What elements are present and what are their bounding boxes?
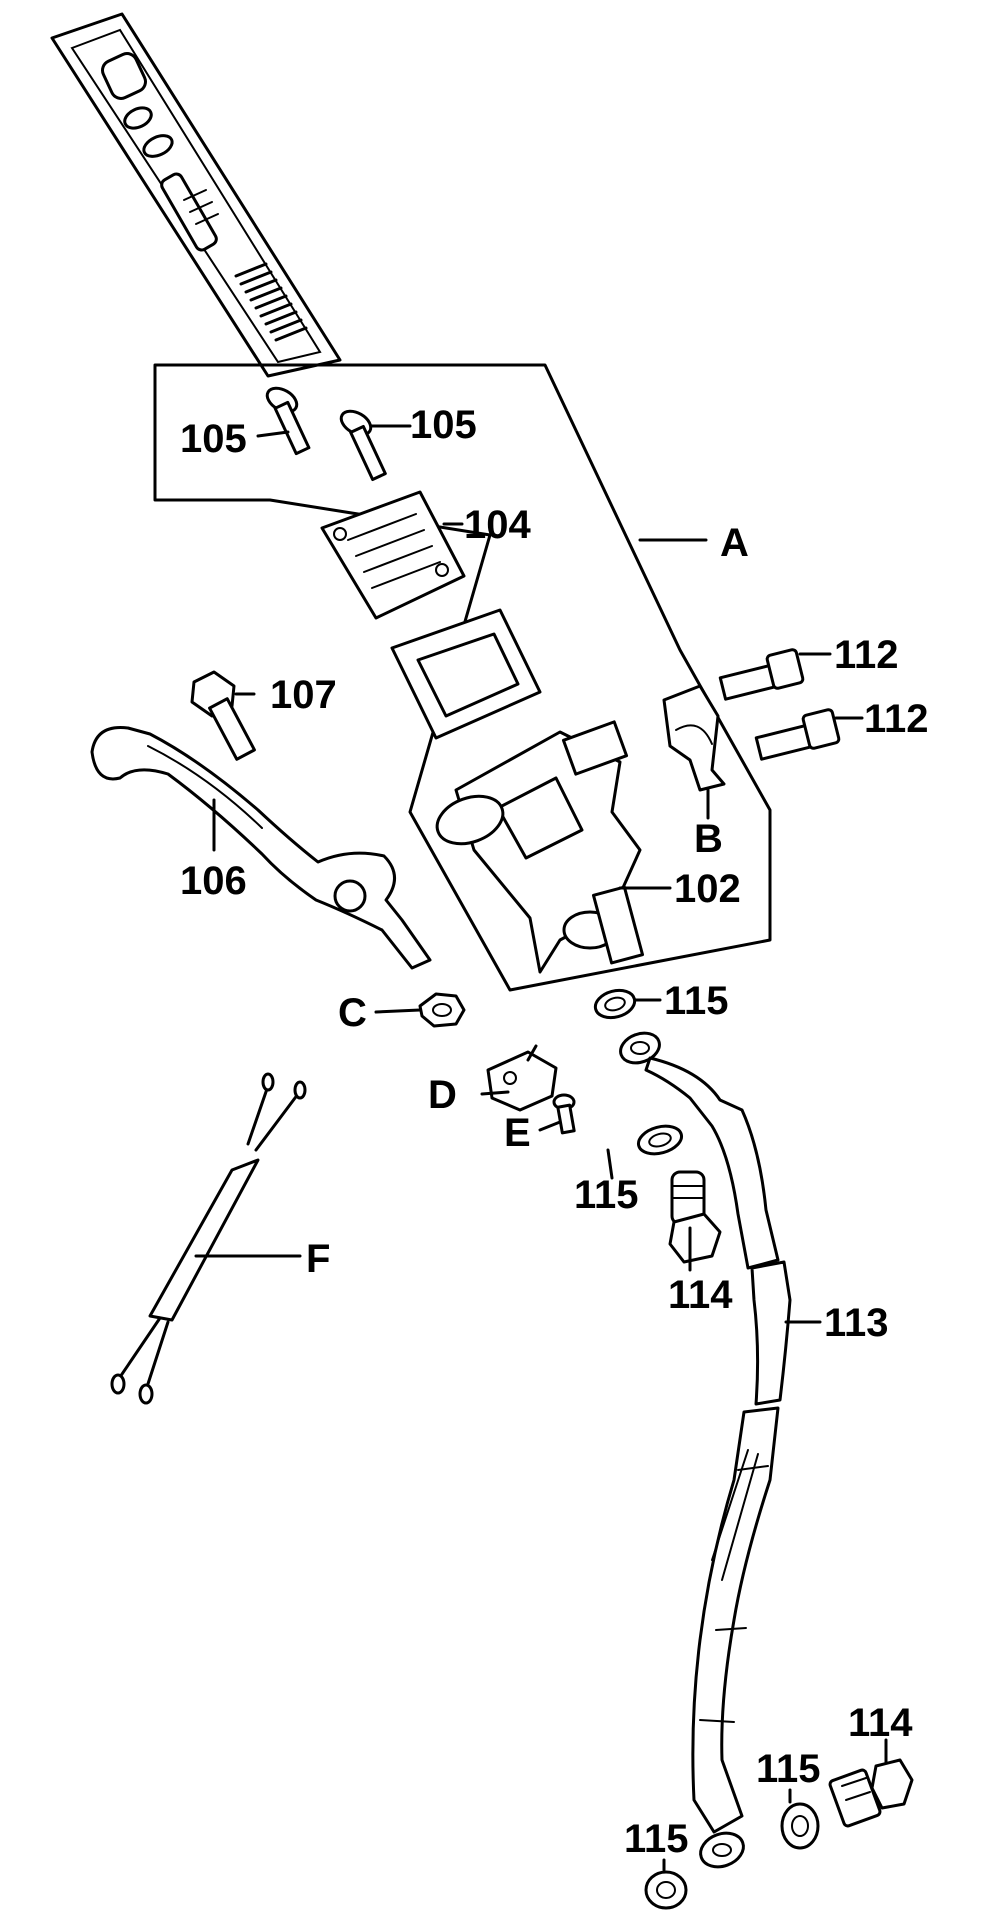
label-105-left: 105 — [180, 417, 247, 461]
brake-lever-106-part — [90, 726, 432, 970]
label-115-middle: 115 — [574, 1173, 639, 1217]
screw-e-part — [552, 1093, 576, 1135]
label-104: 104 — [464, 503, 531, 547]
label-f: F — [306, 1237, 330, 1281]
label-112-lower: 112 — [864, 697, 929, 741]
piston-cap-part — [101, 52, 147, 100]
master-cylinder-body-102-part — [435, 720, 645, 974]
bolt-112-lower-part — [754, 708, 841, 761]
washer-115-lower-left-part — [644, 1870, 688, 1910]
label-115-lower-left: 115 — [624, 1817, 689, 1861]
label-b: B — [694, 817, 723, 861]
wire-harness-f-part — [110, 1072, 307, 1405]
diaphragm-part — [390, 608, 542, 740]
bolt-112-upper-part — [718, 648, 805, 701]
piston-kit-panel — [50, 12, 342, 378]
washer-115-middle-part — [636, 1124, 684, 1156]
seal-ring-part — [123, 106, 153, 130]
label-114-lower: 114 — [848, 1701, 913, 1745]
brake-hose-113-part — [619, 1031, 792, 1869]
label-106: 106 — [180, 859, 247, 903]
label-c: C — [338, 991, 367, 1035]
label-d: D — [428, 1073, 457, 1117]
screw-105-right-part — [339, 409, 387, 482]
label-113: 113 — [824, 1301, 889, 1345]
seal-ring-part — [142, 134, 174, 158]
label-a: A — [720, 521, 749, 565]
reservoir-cap-104-part — [320, 490, 466, 620]
label-115-lower-right: 115 — [756, 1747, 821, 1791]
label-112-upper: 112 — [834, 633, 899, 677]
bolt-107-part — [190, 670, 256, 761]
label-114-middle: 114 — [668, 1273, 733, 1317]
label-102: 102 — [674, 867, 741, 911]
brake-switch-d-part — [486, 1044, 558, 1112]
washer-115-lower-right-part — [780, 1802, 820, 1850]
banjo-bolt-114-lower-part — [828, 1758, 914, 1828]
label-107: 107 — [270, 673, 337, 717]
washer-115-upper-part — [593, 988, 637, 1020]
leader-lines — [194, 424, 888, 1872]
piston-part — [160, 172, 219, 252]
label-105-right: 105 — [410, 403, 477, 447]
label-115-upper: 115 — [664, 979, 729, 1023]
label-e: E — [504, 1111, 531, 1155]
screw-105-left-part — [265, 386, 311, 456]
nut-c-part — [418, 992, 466, 1028]
spring-part — [234, 262, 308, 342]
assembly-a-outline — [153, 363, 772, 992]
banjo-bolt-114-middle-part — [668, 1170, 722, 1264]
clamp-b-part — [662, 684, 726, 792]
